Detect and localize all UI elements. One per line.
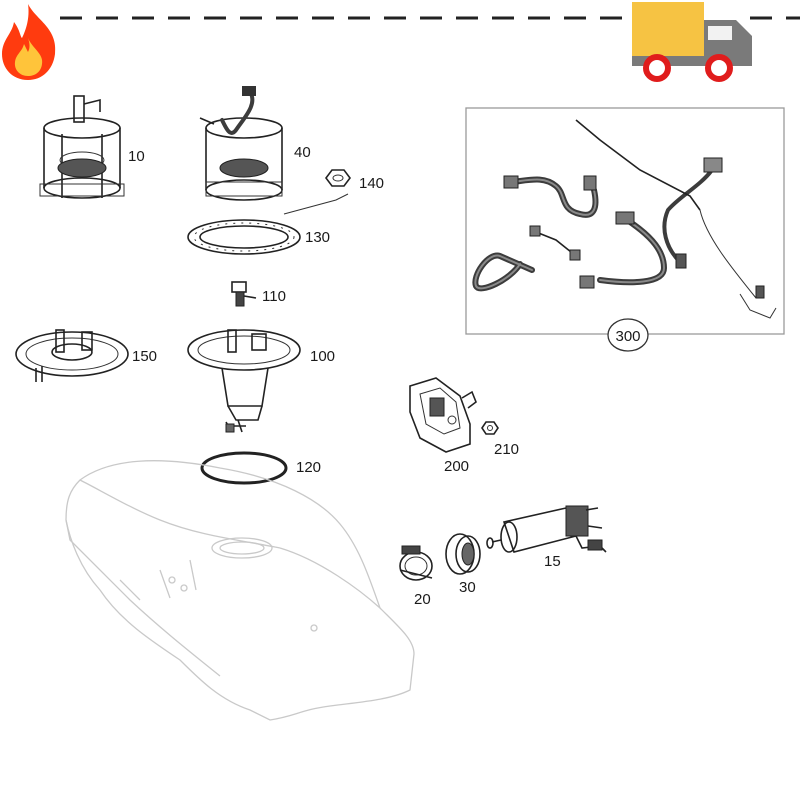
part-label-20: 20 — [414, 591, 431, 608]
part-label-40: 40 — [294, 144, 311, 161]
part-30-rubber-sleeve — [445, 533, 481, 575]
part-100-fuel-sender — [187, 329, 301, 433]
leader-140 — [283, 193, 349, 215]
part-300-badge — [607, 318, 649, 352]
part-120-o-ring — [200, 451, 288, 485]
part-label-110: 110 — [262, 288, 286, 305]
part-label-150: 150 — [132, 348, 157, 365]
fire-icon — [2, 4, 56, 80]
part-label-300: 300 — [615, 328, 640, 345]
part-10-pump-carrier — [39, 95, 125, 199]
part-label-10: 10 — [128, 148, 145, 165]
delivery-truck-icon — [632, 2, 752, 82]
part-15-fuel-pump — [486, 505, 607, 553]
part-label-140: 140 — [359, 175, 384, 192]
part-140-nut — [325, 169, 351, 187]
part-110-valve — [231, 281, 257, 307]
part-label-130: 130 — [305, 229, 330, 246]
part-label-210: 210 — [494, 441, 519, 458]
part-20-hose-clamp — [399, 545, 433, 581]
fuel-tank-outline — [65, 460, 415, 721]
part-40-pump-module — [199, 86, 283, 201]
part-150-lock-ring — [15, 329, 129, 382]
part-label-200: 200 — [444, 458, 469, 475]
part-label-100: 100 — [310, 348, 335, 365]
part-label-15: 15 — [544, 553, 561, 570]
part-300-fuel-lines — [472, 119, 777, 319]
part-130-seal-ring — [187, 219, 301, 255]
part-label-30: 30 — [459, 579, 476, 596]
part-210-nut — [481, 421, 499, 435]
part-label-120: 120 — [296, 459, 321, 476]
part-200-bracket — [409, 377, 477, 453]
